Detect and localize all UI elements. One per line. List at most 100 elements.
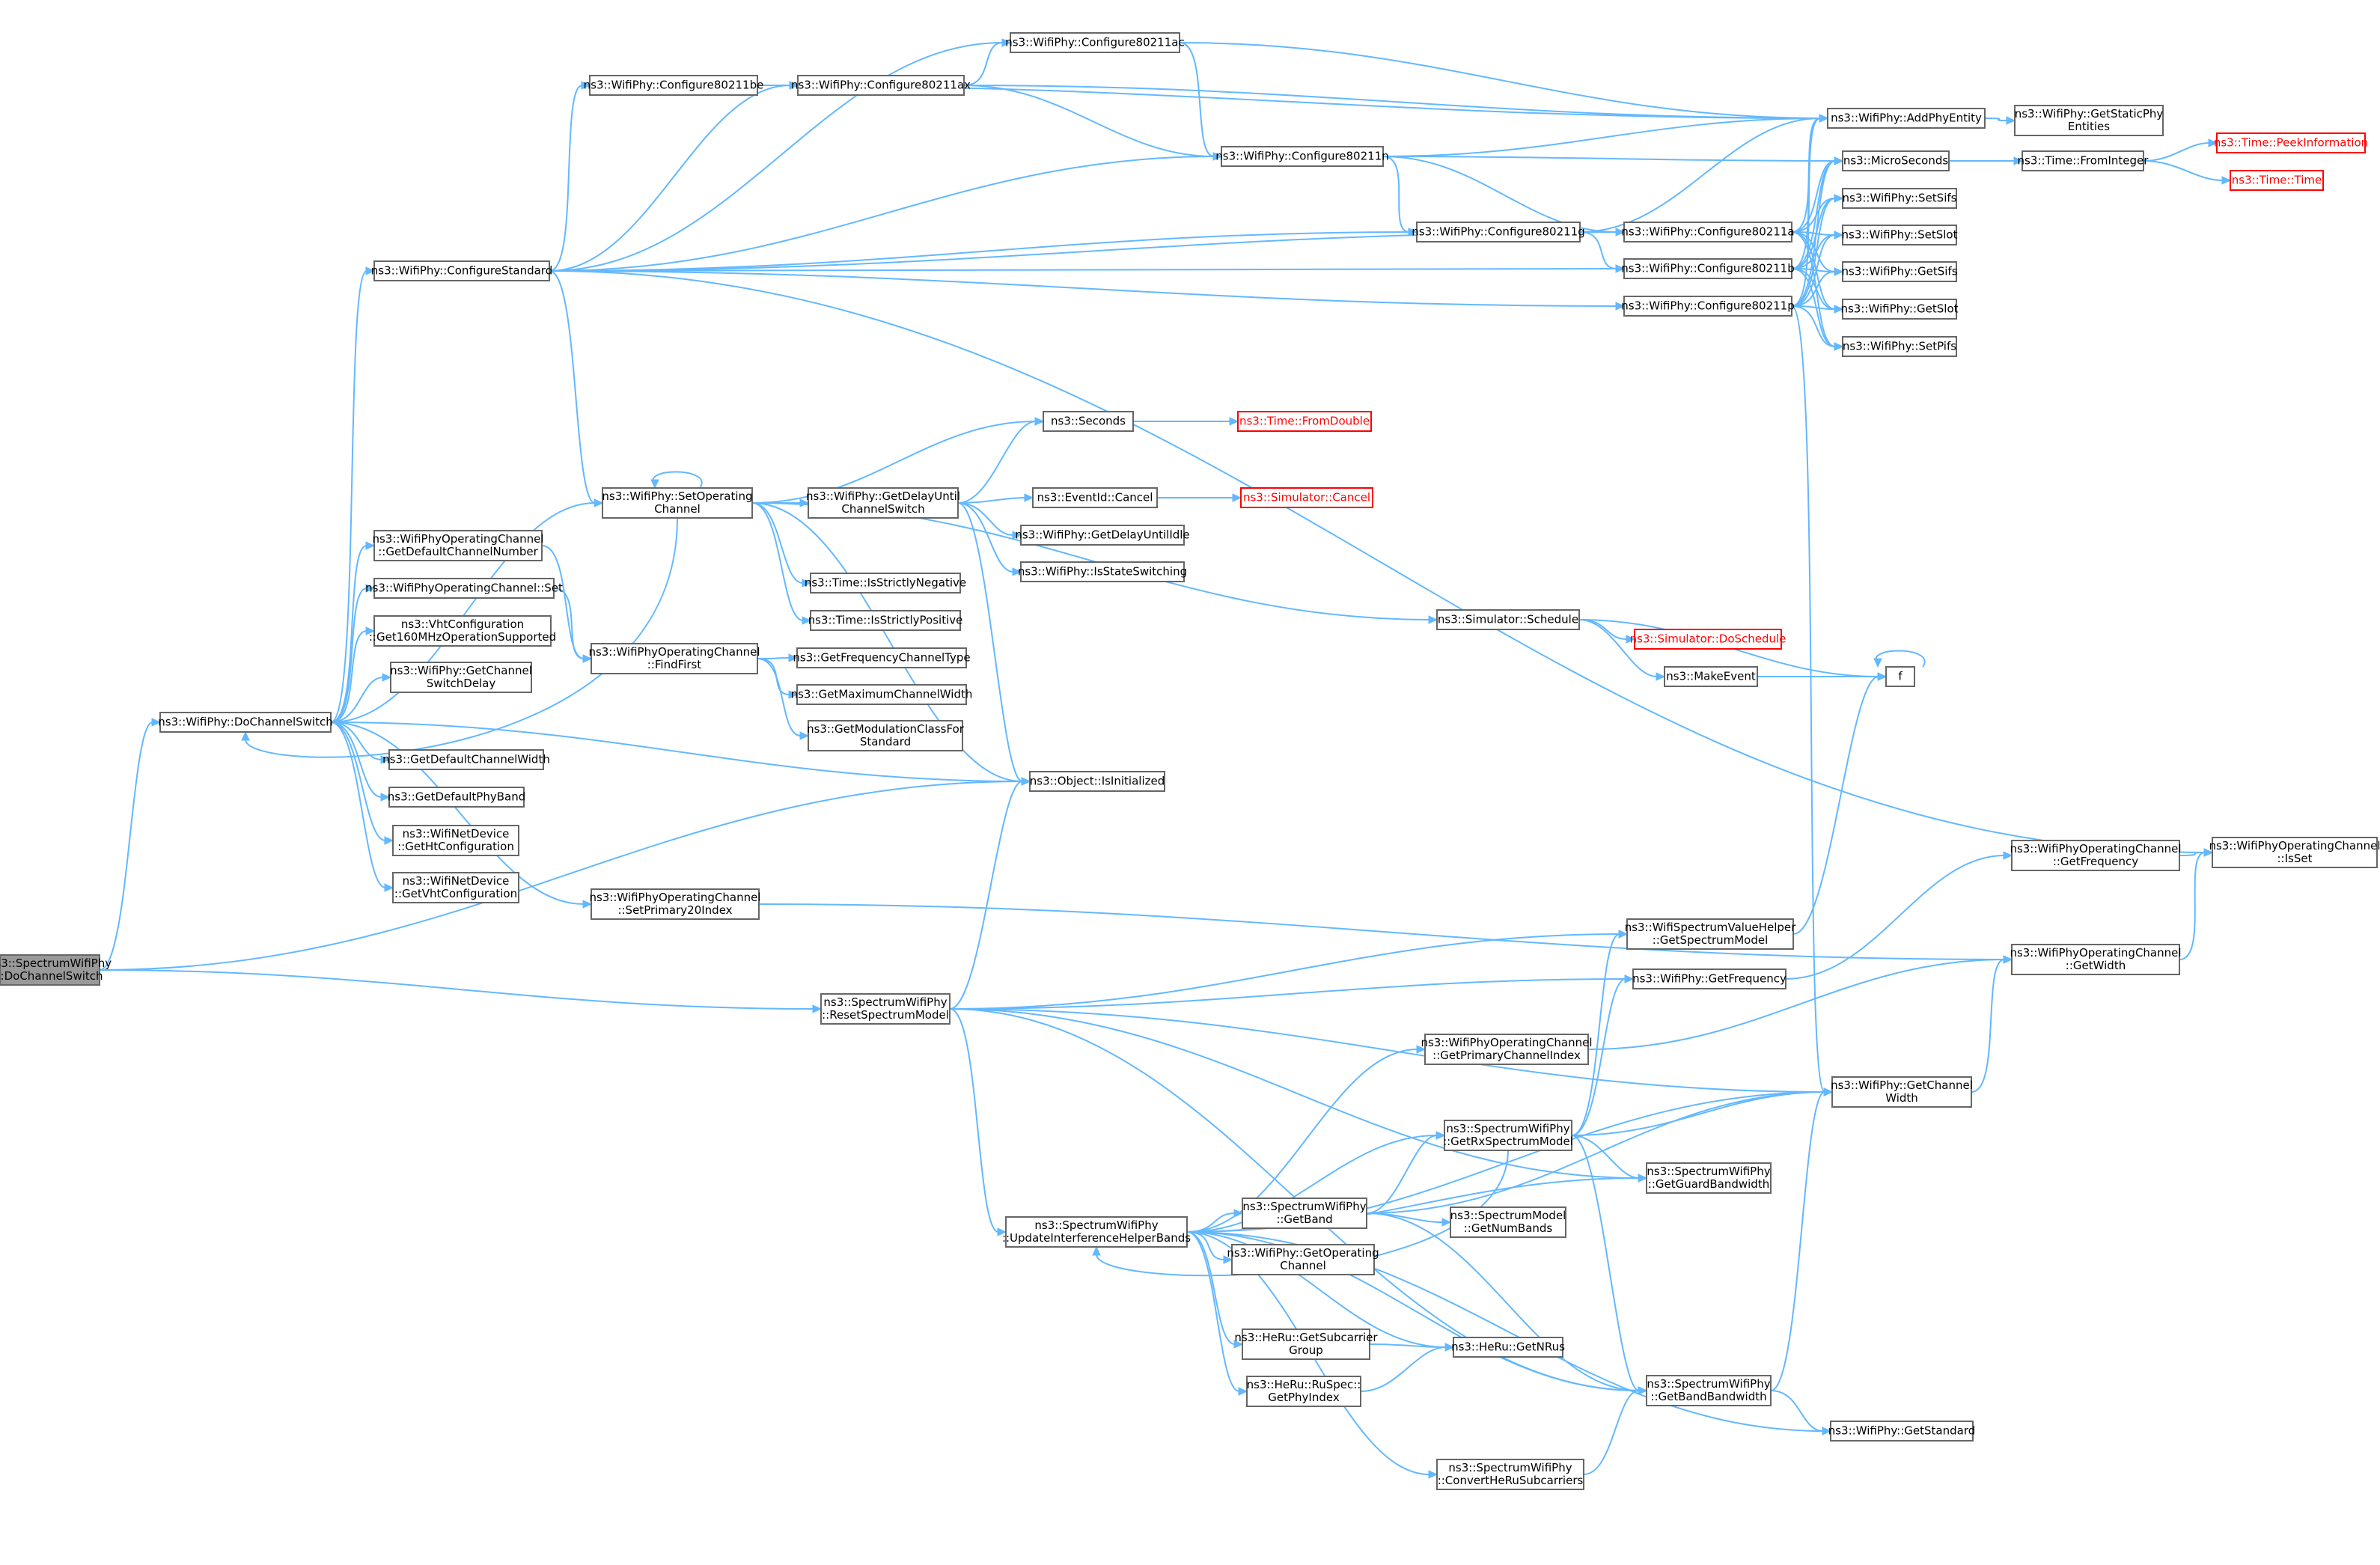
graph-node-n48[interactable]: ns3::WifiPhy::GetDelayUntilIdle: [1015, 525, 1190, 546]
call-edge: [957, 502, 1022, 540]
graph-node-n25[interactable]: ns3::MicroSeconds: [1842, 150, 1950, 171]
edge-line: [330, 630, 367, 723]
edge-arrowhead: [2003, 955, 2013, 964]
graph-node-n59[interactable]: ns3::SpectrumWifiPhy::GetBandBandwidth: [1646, 1375, 1772, 1406]
graph-node-n33[interactable]: ns3::WifiPhy::SetPifs: [1842, 336, 1957, 357]
graph-node-n60[interactable]: ns3::WifiPhyOperatingChannel::GetPrimary…: [1421, 1034, 1593, 1065]
graph-node-n15[interactable]: ns3::WifiPhy::Configure80211be: [584, 75, 764, 96]
edge-line: [330, 270, 367, 723]
graph-node-n26[interactable]: ns3::Time::FromInteger: [2018, 150, 2149, 171]
graph-node-n0[interactable]: ns3::SpectrumWifiPhy::DoChannelSwitch: [0, 954, 112, 986]
graph-node-n12[interactable]: ns3::WifiNetDevice::GetHtConfiguration: [392, 825, 519, 856]
graph-node-n61[interactable]: ns3::SpectrumWifiPhy::GetRxSpectrumModel: [1443, 1120, 1573, 1151]
graph-node-n65[interactable]: ns3::HeRu::RuSpec::GetPhyIndex: [1246, 1376, 1361, 1407]
graph-node-n30[interactable]: ns3::WifiPhy::SetSlot: [1842, 225, 1958, 245]
graph-node-n69[interactable]: ns3::WifiPhy::GetStandard: [1828, 1421, 1976, 1442]
node-label: ns3::WifiPhy::Configure80211a: [1621, 225, 1794, 239]
call-edge: [1949, 156, 2024, 165]
graph-node-n49[interactable]: ns3::WifiPhy::IsStateSwitching: [1018, 561, 1187, 582]
graph-node-n22[interactable]: ns3::WifiPhy::Configure80211p: [1621, 296, 1795, 317]
graph-node-n38[interactable]: ns3::Time::IsStrictlyPositive: [808, 610, 963, 631]
graph-node-n3[interactable]: ns3::SpectrumWifiPhy::ResetSpectrumModel: [820, 993, 951, 1025]
graph-node-n55[interactable]: ns3::WifiSpectrumValueHelper::GetSpectru…: [1625, 918, 1796, 950]
edge-line: [949, 978, 1626, 1010]
graph-node-n16[interactable]: ns3::WifiPhy::Configure80211ax: [791, 75, 971, 96]
graph-node-n32[interactable]: ns3::WifiPhy::GetSlot: [1840, 299, 1959, 320]
graph-node-n1[interactable]: ns3::WifiPhy::DoChannelSwitch: [158, 712, 333, 733]
graph-node-n54[interactable]: ns3::WifiPhyOperatingChannel::GetFrequen…: [2010, 840, 2182, 871]
node-box: [388, 749, 544, 770]
node-box: [159, 712, 332, 733]
graph-node-n17[interactable]: ns3::WifiPhy::Configure80211ac: [1005, 32, 1185, 53]
graph-node-n47[interactable]: ns3::Simulator::Cancel: [1240, 487, 1373, 508]
graph-node-n42[interactable]: ns3::GetMaximumChannelWidth: [791, 684, 973, 705]
graph-node-n66[interactable]: ns3::SpectrumWifiPhy::ConvertHeRuSubcarr…: [1436, 1459, 1584, 1490]
edge-line: [1579, 118, 1821, 233]
graph-node-n39[interactable]: ns3::Simulator::Schedule: [1436, 609, 1580, 630]
graph-node-n58[interactable]: ns3::SpectrumWifiPhy::GetGuardBandwidth: [1646, 1162, 1772, 1194]
graph-node-n41[interactable]: ns3::GetFrequencyChannelType: [793, 647, 971, 668]
call-edge: [1571, 974, 1635, 1136]
node-label: ns3::WifiPhyOperatingChannel: [2010, 842, 2181, 855]
node-label: ns3::WifiSpectrumValueHelper: [1625, 921, 1796, 934]
graph-node-n53[interactable]: ns3::WifiPhyOperatingChannel::GetWidth: [2010, 944, 2182, 975]
graph-node-n4[interactable]: ns3::WifiPhy::ConfigureStandard: [371, 260, 552, 281]
node-label: ns3::MicroSeconds: [1843, 154, 1949, 168]
graph-node-n23[interactable]: ns3::WifiPhy::AddPhyEntity: [1827, 108, 1986, 129]
graph-node-n56[interactable]: ns3::WifiPhy::GetFrequency: [1632, 968, 1786, 989]
graph-node-n67[interactable]: ns3::SpectrumModel::GetNumBands: [1450, 1206, 1566, 1238]
graph-node-n45[interactable]: ns3::Time::FromDouble: [1237, 411, 1372, 432]
graph-node-n68[interactable]: ns3::HeRu::GetNRus: [1451, 1337, 1565, 1358]
node-box: [1885, 666, 1915, 687]
graph-node-n35[interactable]: ns3::WifiPhyOperatingChannel::IsSet: [2209, 837, 2380, 868]
graph-node-n57[interactable]: ns3::SpectrumWifiPhy::UpdateInterference…: [1002, 1216, 1191, 1248]
graph-node-n11[interactable]: ns3::GetDefaultPhyBand: [388, 787, 525, 808]
edge-arrowhead: [1233, 1209, 1244, 1218]
graph-node-n20[interactable]: ns3::WifiPhy::Configure80211a: [1621, 222, 1795, 242]
graph-node-n50[interactable]: ns3::Simulator::DoSchedule: [1630, 629, 1786, 650]
graph-node-n29[interactable]: ns3::WifiPhy::SetSifs: [1842, 188, 1957, 209]
graph-node-n8[interactable]: ns3::VhtConfiguration::Get160MHzOperatio…: [369, 615, 556, 647]
node-box: [810, 610, 961, 631]
graph-node-n52[interactable]: f: [1885, 666, 1915, 687]
node-label: ::ConvertHeRuSubcarriers: [1438, 1474, 1584, 1487]
graph-node-n44[interactable]: ns3::Seconds: [1043, 411, 1134, 432]
node-label: ns3::WifiNetDevice: [403, 827, 510, 841]
graph-node-n40[interactable]: ns3::WifiPhyOperatingChannel::FindFirst: [588, 643, 760, 674]
graph-node-n13[interactable]: ns3::WifiNetDevice::GetVhtConfiguration: [392, 872, 519, 903]
graph-node-n27[interactable]: ns3::Time::PeekInformation: [2214, 132, 2368, 153]
node-label: ns3::WifiPhy::GetChannel: [1831, 1079, 1973, 1092]
graph-node-n51[interactable]: ns3::MakeEvent: [1664, 666, 1758, 687]
node-label: ns3::WifiPhy::GetStaticPhy: [2015, 107, 2164, 120]
graph-node-n14[interactable]: ns3::WifiPhyOperatingChannel::SetPrimary…: [589, 888, 761, 920]
graph-node-n37[interactable]: ns3::Time::IsStrictlyNegative: [805, 573, 966, 594]
edge-line: [330, 502, 596, 723]
edge-line: [757, 658, 802, 736]
edge-line: [1571, 978, 1626, 1136]
edge-arrowhead: [1819, 114, 1829, 123]
graph-node-n46[interactable]: ns3::EventId::Cancel: [1032, 487, 1158, 508]
graph-node-n10[interactable]: ns3::GetDefaultChannelWidth: [382, 749, 550, 770]
graph-node-n6[interactable]: ns3::WifiPhyOperatingChannel::GetDefault…: [372, 530, 544, 561]
graph-node-n28[interactable]: ns3::Time::Time: [2230, 170, 2324, 191]
call-edge: [1873, 650, 1926, 668]
node-box: [1029, 771, 1165, 792]
graph-node-n19[interactable]: ns3::WifiPhy::Configure80211g: [1412, 222, 1585, 242]
graph-node-n18[interactable]: ns3::WifiPhy::Configure80211n: [1215, 146, 1389, 167]
node-label: ::UpdateInterferenceHelperBands: [1002, 1231, 1191, 1245]
graph-node-n31[interactable]: ns3::WifiPhy::GetSifs: [1841, 261, 1958, 282]
edge-arrowhead: [1615, 302, 1626, 311]
graph-node-n7[interactable]: ns3::WifiPhyOperatingChannel::Set: [365, 578, 563, 599]
graph-node-n2[interactable]: ns3::Object::IsInitialized: [1029, 771, 1165, 792]
node-label: ::GetGuardBandwidth: [1648, 1177, 1769, 1191]
graph-node-n21[interactable]: ns3::WifiPhy::Configure80211b: [1621, 258, 1795, 279]
graph-node-n62[interactable]: ns3::SpectrumWifiPhy::GetBand: [1242, 1198, 1367, 1229]
